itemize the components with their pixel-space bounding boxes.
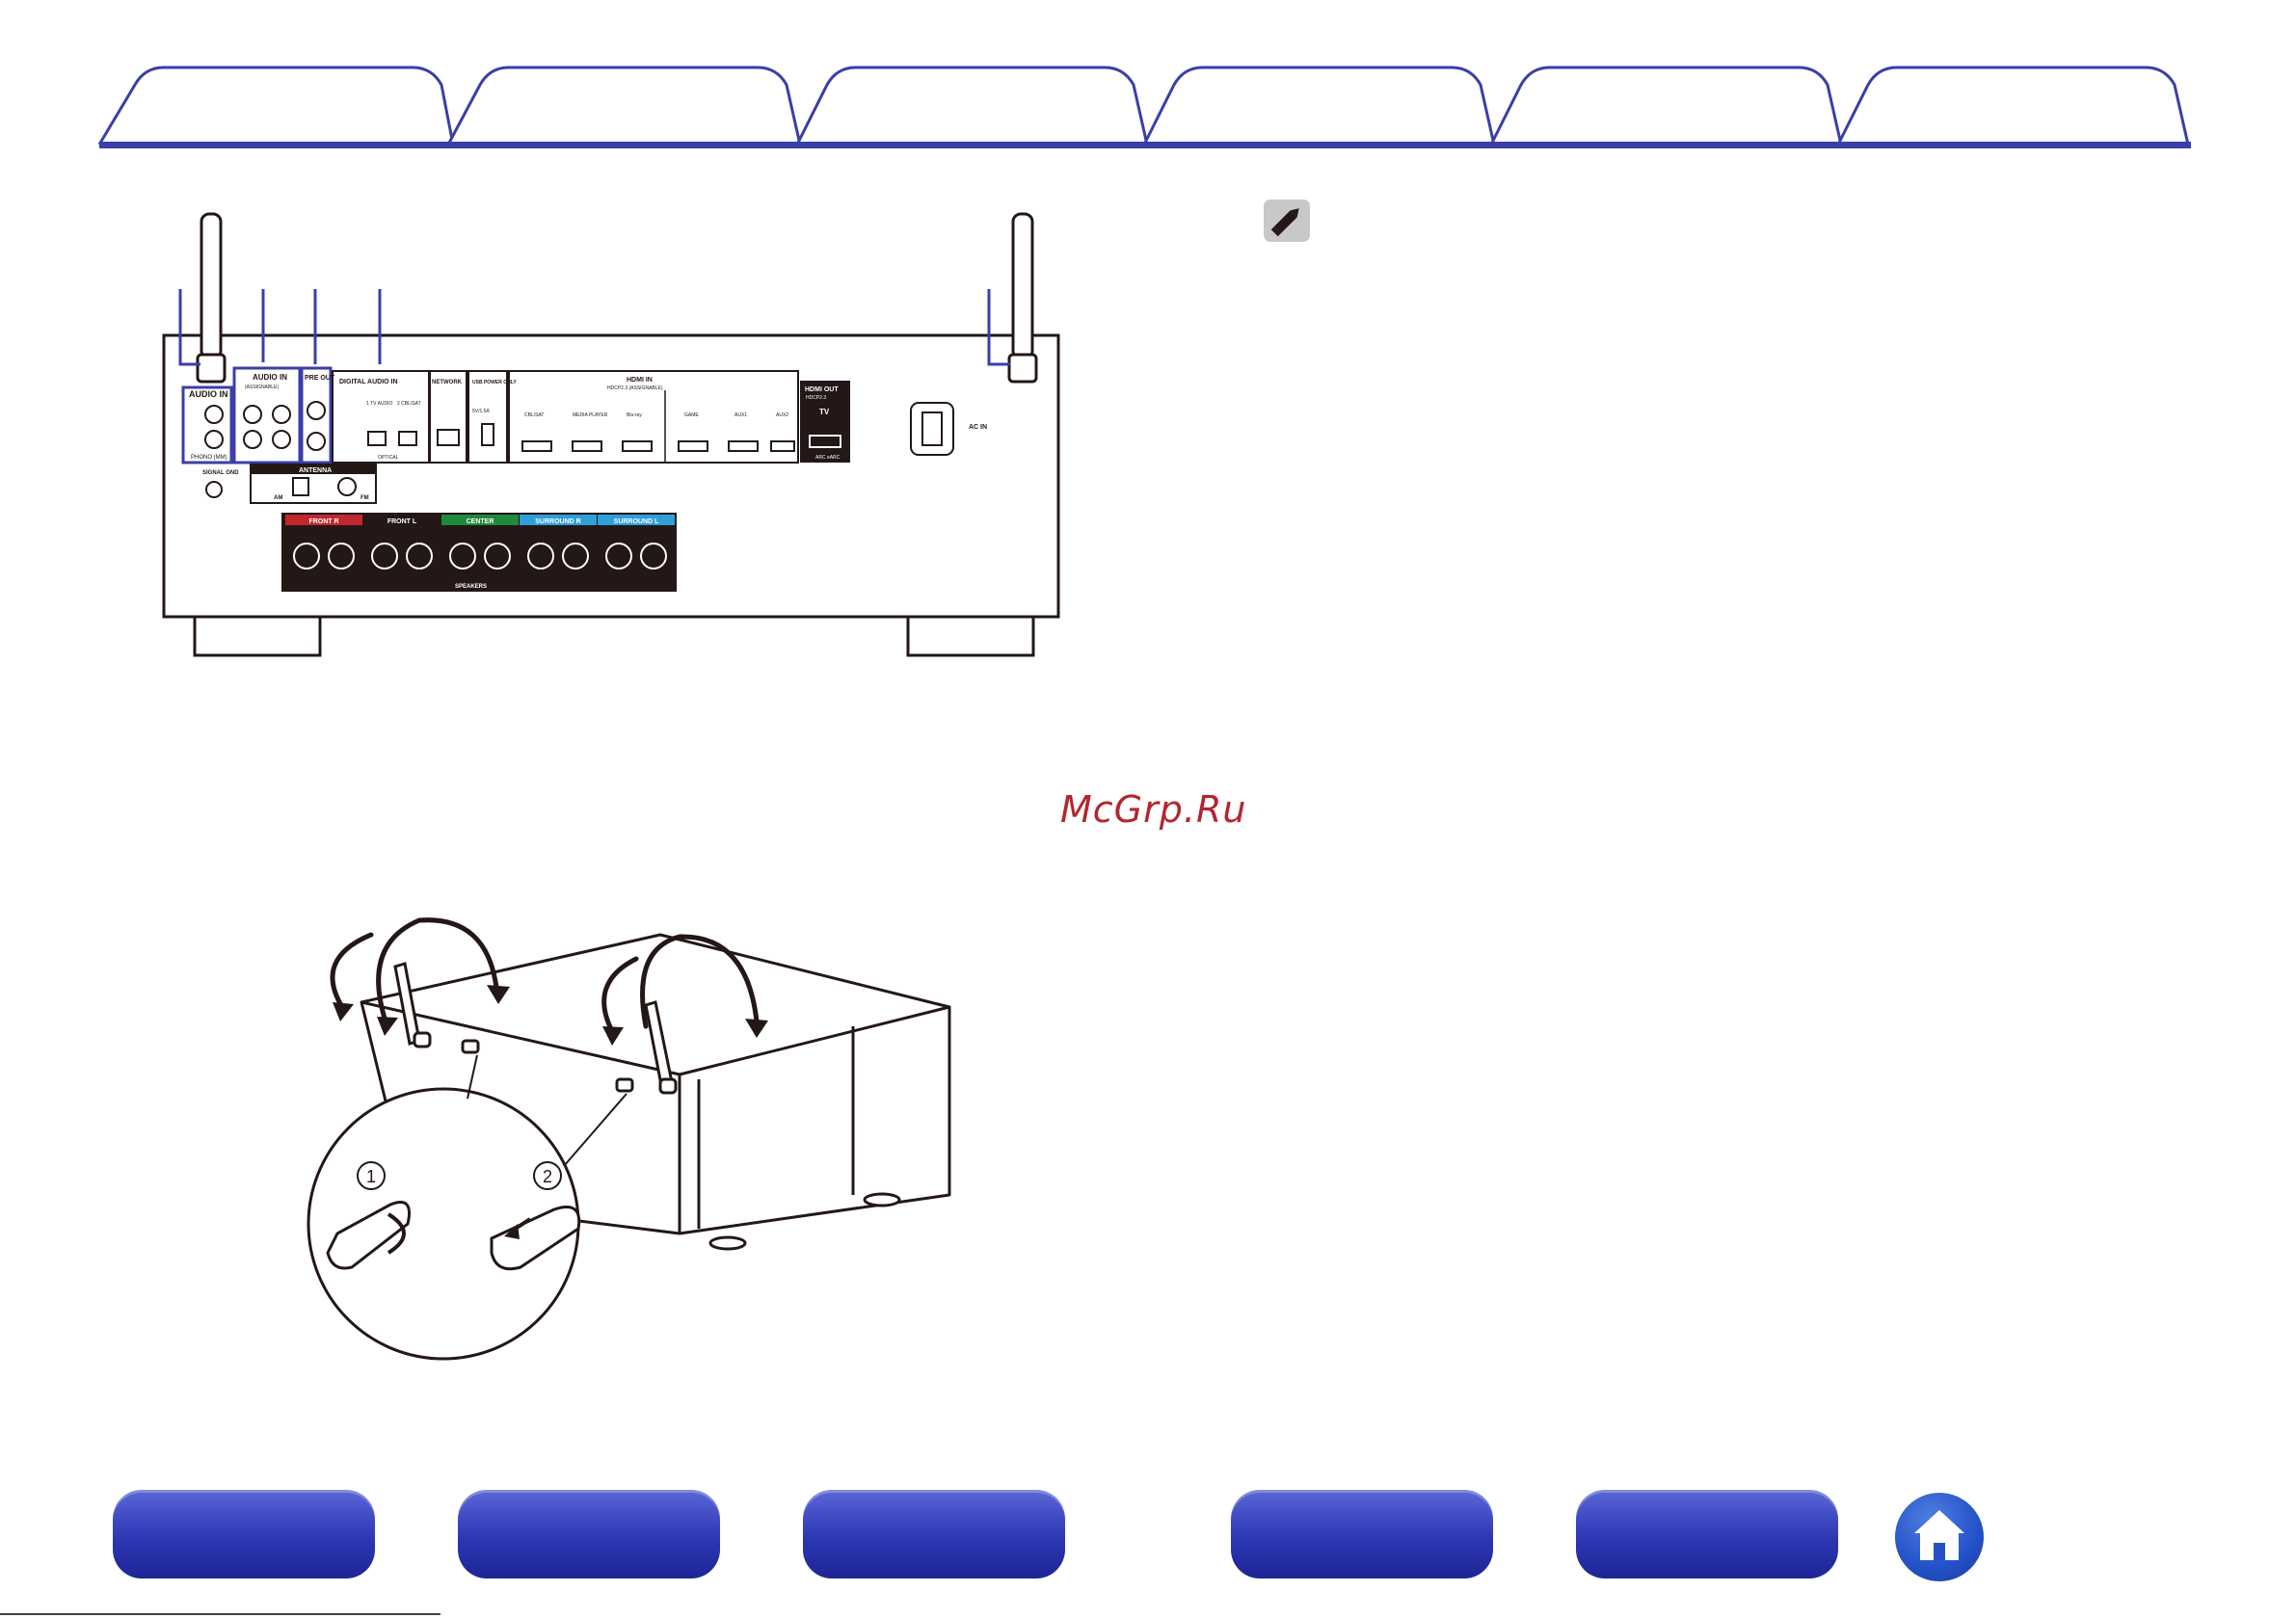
svg-text:TV: TV: [819, 408, 830, 416]
speaker-group-label: FRONT L: [387, 518, 417, 525]
svg-text:(ASSIGNABLE): (ASSIGNABLE): [245, 385, 279, 390]
svg-text:HDMI OUT: HDMI OUT: [805, 386, 839, 393]
svg-text:OPTICAL: OPTICAL: [378, 455, 399, 461]
nav-button-2[interactable]: [458, 1490, 720, 1578]
tab-2: [446, 66, 802, 146]
antenna-installation-illustration: 1 2: [307, 917, 951, 1361]
svg-text:USB POWER ONLY: USB POWER ONLY: [472, 380, 517, 385]
svg-text:ANTENNA: ANTENNA: [299, 467, 332, 474]
svg-text:MEDIA PLAYER: MEDIA PLAYER: [573, 412, 608, 418]
svg-text:AC IN: AC IN: [969, 424, 987, 431]
tab-6: [1836, 66, 2190, 146]
svg-text:PHONO (MM): PHONO (MM): [191, 455, 227, 461]
svg-text:HDMI IN: HDMI IN: [627, 377, 653, 384]
svg-text:5V/1.5A: 5V/1.5A: [472, 409, 490, 414]
step-2-label: 2: [543, 1167, 552, 1186]
speaker-terminal: [527, 543, 554, 570]
speaker-terminal: [328, 543, 355, 570]
speaker-terminal: [406, 543, 433, 570]
svg-text:2 CBL/SAT: 2 CBL/SAT: [397, 401, 421, 407]
svg-text:HDCP2.3: HDCP2.3: [806, 395, 826, 401]
speaker-group-label: SURROUND L: [614, 518, 659, 525]
svg-text:AUX1: AUX1: [734, 412, 747, 418]
nav-button-4[interactable]: [1231, 1490, 1493, 1578]
nav-button-1[interactable]: [113, 1490, 375, 1578]
tab-4: [1142, 66, 1496, 146]
svg-text:ARC eARC: ARC eARC: [815, 455, 841, 461]
svg-text:FM: FM: [360, 495, 369, 501]
speaker-terminal: [371, 543, 398, 570]
svg-text:PRE OUT: PRE OUT: [305, 375, 335, 382]
home-button[interactable]: [1895, 1493, 1984, 1581]
svg-text:SPEAKERS: SPEAKERS: [455, 584, 487, 590]
speaker-terminal: [449, 543, 476, 570]
speaker-group-header: [363, 515, 441, 525]
speaker-group-header: [285, 515, 362, 525]
top-tab-bar: [97, 66, 2191, 148]
speaker-group-header: [441, 515, 519, 525]
speaker-group-label: SURROUND R: [535, 518, 580, 525]
tab-3[interactable]: [814, 66, 1142, 143]
nav-button-3[interactable]: [803, 1490, 1065, 1578]
svg-text:NETWORK: NETWORK: [432, 380, 463, 385]
tab-2[interactable]: [467, 66, 795, 143]
speaker-terminal: [640, 543, 667, 570]
svg-text:GAME: GAME: [684, 412, 699, 418]
tab-1[interactable]: [120, 66, 448, 143]
pencil-icon: [1264, 199, 1310, 242]
step-1-label: 1: [366, 1167, 376, 1186]
tab-5[interactable]: [1508, 66, 1836, 143]
svg-text:DIGITAL AUDIO IN: DIGITAL AUDIO IN: [339, 379, 398, 385]
audio-in-label: AUDIO IN: [189, 389, 228, 399]
svg-text:SIGNAL GND: SIGNAL GND: [202, 470, 239, 476]
svg-text:AUDIO IN: AUDIO IN: [253, 373, 287, 382]
nav-button-5[interactable]: [1576, 1490, 1838, 1578]
tab-5: [1489, 66, 1843, 146]
tab-1: [97, 66, 455, 146]
footer-rule: [0, 1613, 441, 1615]
speaker-group-header: [598, 515, 675, 525]
watermark-text: McGrp.Ru: [1060, 788, 1247, 831]
svg-text:CBL/SAT: CBL/SAT: [524, 412, 544, 418]
svg-text:Blu-ray: Blu-ray: [627, 412, 642, 418]
tab-3: [795, 66, 1149, 146]
speaker-terminal: [605, 543, 632, 570]
tab-4[interactable]: [1161, 66, 1489, 143]
speaker-terminal: [484, 543, 511, 570]
speaker-group-header: [520, 515, 597, 525]
speaker-group-label: CENTER: [467, 518, 494, 525]
svg-text:AUX2: AUX2: [776, 412, 788, 418]
svg-text:HDCP2.3 (ASSIGNABLE): HDCP2.3 (ASSIGNABLE): [607, 385, 663, 391]
home-icon: [1914, 1510, 1964, 1560]
svg-text:AM: AM: [274, 495, 282, 501]
speaker-terminal: [562, 543, 589, 570]
rear-panel-diagram: AUDIO IN PHONO (MM) SIGNAL GND AUDIO IN …: [162, 212, 1060, 657]
speaker-group-label: FRONT R: [308, 518, 338, 525]
svg-text:1 TV AUDIO: 1 TV AUDIO: [366, 401, 393, 407]
tab-6[interactable]: [1855, 66, 2183, 143]
speaker-terminal: [293, 543, 320, 570]
